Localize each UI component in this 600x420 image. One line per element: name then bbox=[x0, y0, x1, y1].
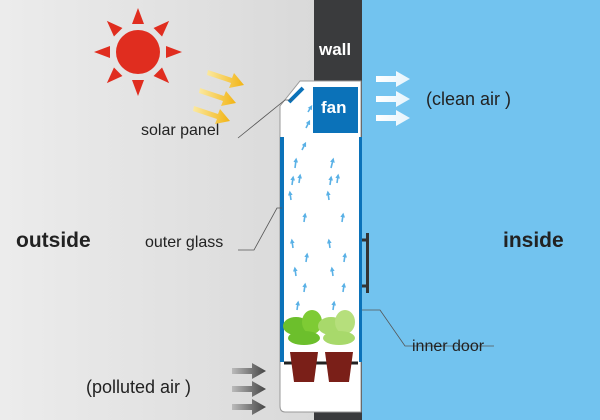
plant-icon bbox=[318, 310, 355, 382]
polluted-air-arrows-icon bbox=[232, 363, 266, 415]
leader-lines bbox=[237, 99, 494, 347]
inner-door-label: inner door bbox=[412, 338, 485, 355]
inside-area bbox=[362, 0, 600, 420]
outside-label: outside bbox=[16, 229, 91, 252]
sun-icon bbox=[94, 8, 182, 96]
wall-label: wall bbox=[319, 40, 352, 59]
plant-icon bbox=[283, 310, 322, 382]
outside-area bbox=[0, 0, 314, 420]
sunlight-arrows-icon bbox=[193, 70, 244, 124]
outer-glass-label: outer glass bbox=[145, 234, 224, 251]
airflow-arrows-icon bbox=[287, 104, 348, 311]
fan bbox=[313, 87, 358, 133]
clean-air-arrows-icon bbox=[376, 71, 410, 126]
solar-panel-label: solar panel bbox=[141, 122, 220, 139]
inside-label: inside bbox=[503, 229, 564, 252]
purifier-unit bbox=[279, 80, 369, 413]
inner-door bbox=[359, 137, 362, 362]
polluted-air-label: (polluted air ) bbox=[86, 377, 192, 397]
outer-glass bbox=[280, 137, 284, 362]
door-handle bbox=[366, 233, 369, 293]
clean-air-label: (clean air ) bbox=[426, 89, 512, 109]
fan-label: fan bbox=[321, 98, 347, 117]
